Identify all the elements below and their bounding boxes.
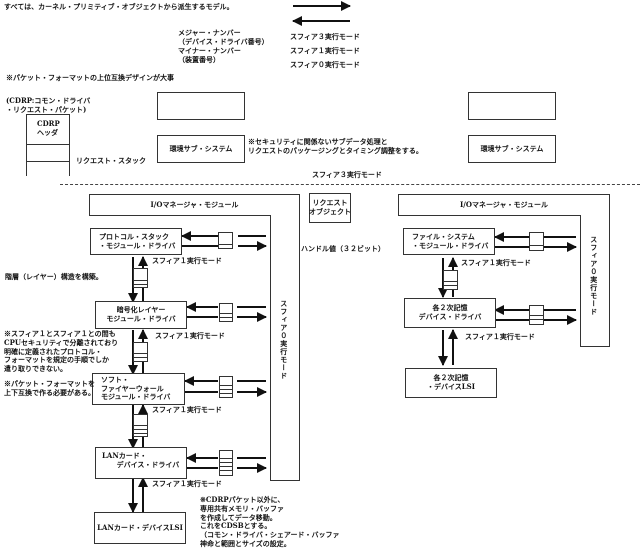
mode-label: スフィア１実行モード — [155, 331, 225, 340]
cdrp-packet: CDRP ヘッダ — [26, 114, 70, 176]
packet-stack-icon — [219, 376, 233, 398]
firewall-driver: ソフト・ ファイヤーウォール モジュール・ドライバ — [92, 373, 185, 405]
mode-label: スフィア１実行モード — [152, 256, 222, 265]
right-io-manager-inner-edge — [398, 215, 580, 216]
right-io-manager-title: I/Oマネージャ・モジュール — [398, 194, 610, 216]
cdsb-note: ※CDRPパケット以外に、 専用共有メモリ・バッファ を作成してデータ移動。 こ… — [200, 495, 340, 548]
protocol-stack-driver: プロトコル・スタック ・モジュール・ドライバ — [90, 228, 182, 255]
sphere-communication-note: ※スフィア１とスフィア１との間も CPUセキュリティで分離されており 明確に定義… — [4, 329, 119, 373]
packet-stack-icon — [219, 303, 233, 322]
env-subsystem-left: 環境サブ・システム — [157, 135, 245, 163]
legend-sphere1: スフィア１実行モード — [290, 46, 360, 55]
env-subsystem-right: 環境サブ・システム — [468, 135, 556, 163]
packet-compat-note: ※パケット・フォーマットを 上下互換で作る必要がある。 — [4, 379, 95, 397]
packet-stack-icon — [133, 414, 148, 437]
layered-note: 階層（レイヤー）構造を構築。 — [5, 272, 103, 281]
packet-stack-icon — [133, 342, 148, 362]
packet-stack-icon — [529, 232, 544, 251]
mode-label: スフィア１実行モード — [461, 258, 531, 267]
lan-card-lsi: LANカード・デバイスLSI — [94, 512, 186, 544]
subsystem-placeholder-right — [468, 92, 556, 120]
request-stack-slot — [27, 162, 69, 178]
packet-format-note: ※パケット・フォーマットの上位互換デザインが大事 — [6, 73, 174, 82]
left-io-manager-title: I/Oマネージャ・モジュール — [89, 194, 300, 216]
left-io-manager-column — [270, 215, 300, 481]
request-stack-slot — [27, 145, 69, 162]
page-title: すべては、カーネル・プリミティブ・オブジェクトから派生するモデル。 — [4, 2, 234, 11]
packet-stack-icon — [133, 268, 148, 288]
subsystem-placeholder-left — [157, 92, 245, 120]
cdrp-caption: (CDRP:コモン・ドライバ ・リクエスト・パケット) — [6, 96, 91, 114]
lan-card-driver: LANカード・ デバイス・ドライバ — [95, 447, 187, 479]
right-io-manager-column — [580, 215, 610, 347]
request-object: リクエスト オブジェクト — [309, 193, 351, 223]
sphere3-boundary-label: スフィア３実行モード — [312, 170, 382, 179]
left-driver-arrows — [181, 231, 267, 473]
security-note: ※セキュリティに関係ないサブデータ処理と リクエストのパッケージングとタイミング… — [248, 137, 423, 155]
minor-number-label: マイナー・ナンバー （装置番号） — [178, 46, 241, 64]
sphere3-boundary-line — [60, 184, 640, 185]
mode-label: スフィア１実行モード — [152, 479, 222, 488]
cdrp-header: CDRP ヘッダ — [27, 115, 69, 145]
packet-stack-icon — [218, 232, 233, 249]
secondary-storage-lsi: 各２次記憶 ・デバイスLSI — [405, 368, 497, 398]
mode-label: スフィア１実行モード — [465, 332, 535, 341]
right-sphere0-label: スフィア０実行モード — [589, 236, 599, 316]
legend-sphere0: スフィア０実行モード — [290, 60, 360, 69]
packet-stack-icon — [529, 305, 544, 325]
mode-label: スフィア１実行モード — [152, 405, 222, 414]
secondary-storage-driver: 各２次記憶 デバイス・ドライバ — [404, 298, 496, 328]
request-stack-label: リクエスト・スタック — [76, 156, 146, 165]
packet-stack-icon — [219, 450, 233, 476]
handle-label: ハンドル値（３２ビット） — [301, 244, 385, 253]
major-number-label: メジャー・ナンバー （デバイス・ドライバ番号） — [178, 28, 269, 46]
left-sphere0-label: スフィア０実行モード — [279, 300, 289, 380]
packet-stack-icon — [443, 270, 458, 290]
left-io-manager-inner-edge — [89, 215, 270, 216]
encryption-layer-driver: 暗号化レイヤー モジュール・ドライバ — [95, 301, 187, 329]
legend-sphere3: スフィア３実行モード — [290, 32, 360, 41]
right-driver-arrows — [438, 232, 577, 366]
file-system-driver: ファイル・システム ・モジュール・ドライバ — [403, 228, 495, 255]
